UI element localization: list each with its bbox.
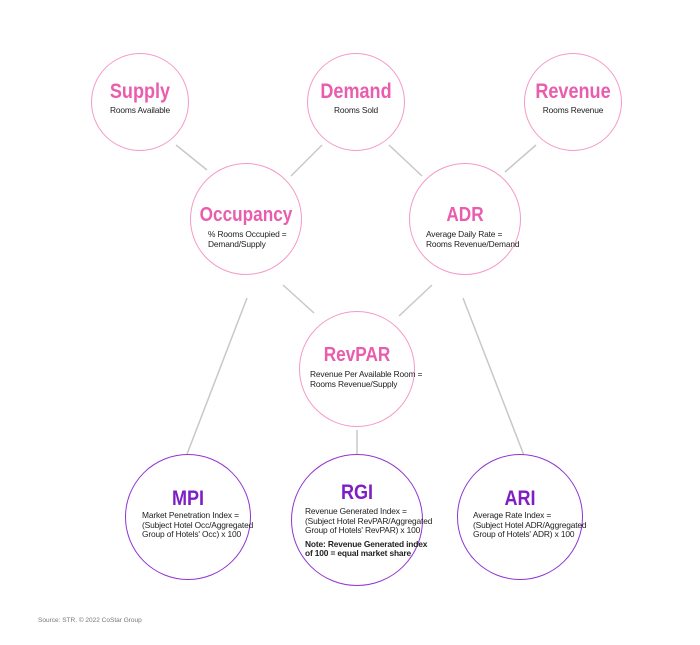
rgi-note: Note: Revenue Generated index of 100 = e… — [305, 538, 432, 559]
revpar-description: Revenue Per Available Room = Rooms Reven… — [310, 369, 423, 389]
mpi-line: Group of Hotels' Occ) x 100 — [142, 529, 242, 540]
rgi-line: (Subject Hotel RevPAR/Aggregated — [305, 515, 433, 526]
supply-node: Supply Rooms Available — [91, 53, 189, 151]
mpi-line: Market Penetration Index = — [142, 510, 239, 520]
connector-supply-occupancy — [175, 144, 208, 171]
mpi-node: MPI Market Penetration Index = (Subject … — [125, 454, 254, 580]
adr-line: Average Daily Rate = — [426, 229, 503, 239]
connector-occupancy-mpi — [183, 297, 248, 463]
occupancy-description: % Rooms Occupied = Demand/Supply — [208, 229, 287, 249]
rgi-note-line: Note: Revenue Generated index — [305, 538, 428, 549]
revpar-node: RevPAR Revenue Per Available Room = Room… — [299, 311, 422, 427]
connector-demand-adr — [388, 144, 423, 177]
rgi-node: RGI Revenue Generated Index = (Subject H… — [291, 454, 432, 586]
demand-node: Demand Rooms Sold — [307, 53, 405, 151]
connector-occupancy-revpar — [282, 284, 315, 314]
rgi-line: Group of Hotels' RevPAR) x 100 — [305, 525, 421, 536]
revenue-line: Rooms Revenue — [542, 105, 604, 115]
adr-title: ADR — [446, 204, 484, 226]
source-credit: Source: STR. © 2022 CoStar Group — [38, 617, 142, 624]
demand-description: Rooms Sold — [308, 105, 404, 116]
supply-title: Supply — [109, 80, 171, 103]
supply-line: Rooms Available — [110, 105, 170, 115]
revpar-line: Revenue Per Available Room = — [310, 369, 423, 379]
revenue-title: Revenue — [535, 80, 611, 103]
connector-demand-occupancy — [290, 144, 323, 177]
mpi-title: MPI — [171, 487, 205, 510]
occupancy-title: Occupancy — [199, 204, 293, 226]
mpi-description: Market Penetration Index = (Subject Hote… — [142, 510, 254, 540]
ari-title: ARI — [504, 487, 536, 510]
connector-adr-ari — [462, 297, 526, 459]
occupancy-node: Occupancy % Rooms Occupied = Demand/Supp… — [190, 163, 302, 275]
revenue-description: Rooms Revenue — [525, 105, 621, 116]
connector-adr-revpar — [398, 284, 433, 317]
adr-line: Rooms Revenue/Demand — [426, 238, 520, 249]
ari-line: (Subject Hotel ADR/Aggregated — [473, 519, 587, 530]
mpi-line: (Subject Hotel Occ/Aggregated — [142, 519, 254, 530]
rgi-note-line: of 100 = equal market share — [305, 548, 412, 559]
ari-line: Group of Hotels' ADR) x 100 — [473, 529, 575, 540]
occupancy-line: Demand/Supply — [208, 238, 266, 249]
demand-title: Demand — [320, 80, 392, 103]
adr-description: Average Daily Rate = Rooms Revenue/Deman… — [426, 229, 520, 249]
supply-description: Rooms Available — [92, 105, 188, 116]
rgi-line: Revenue Generated Index = — [305, 506, 407, 516]
ari-description: Average Rate Index = (Subject Hotel ADR/… — [473, 510, 587, 540]
revpar-line: Rooms Revenue/Supply — [310, 378, 398, 389]
rgi-title: RGI — [340, 481, 374, 504]
demand-line: Rooms Sold — [333, 105, 379, 115]
ari-node: ARI Average Rate Index = (Subject Hotel … — [457, 454, 587, 580]
ari-line: Average Rate Index = — [473, 510, 552, 520]
rgi-description: Revenue Generated Index = (Subject Hotel… — [305, 506, 433, 559]
occupancy-line: % Rooms Occupied = — [208, 229, 287, 239]
revenue-node: Revenue Rooms Revenue — [524, 53, 622, 151]
revpar-title: RevPAR — [323, 344, 391, 366]
connector-revenue-adr — [504, 144, 537, 173]
adr-node: ADR Average Daily Rate = Rooms Revenue/D… — [409, 163, 521, 275]
